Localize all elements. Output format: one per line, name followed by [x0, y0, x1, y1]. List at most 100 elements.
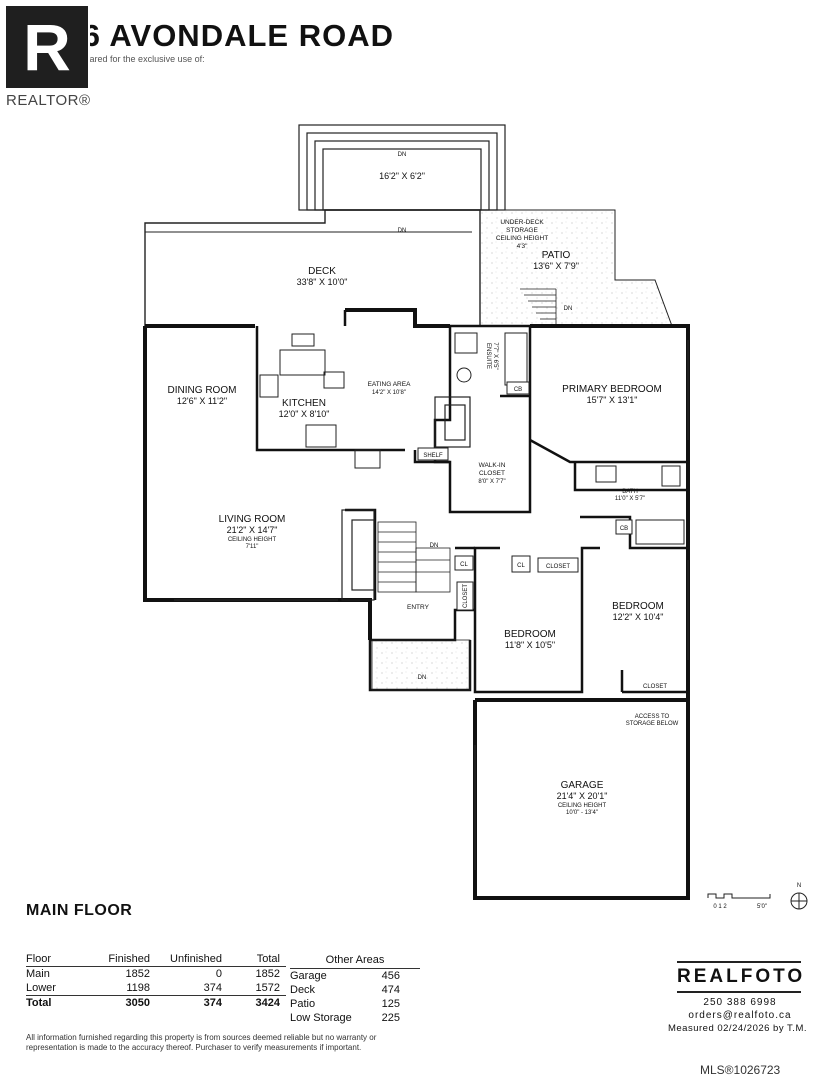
table-cell: 374: [203, 982, 222, 994]
entry-landing: [371, 639, 471, 691]
table-total-row: Total 3050 374 3424: [26, 995, 286, 1010]
table-row: Low Storage 225: [290, 1011, 420, 1025]
access-line1: ACCESS TO: [635, 714, 670, 720]
prepared-for-note: Document prepared for the exclusive use …: [28, 54, 205, 64]
shelf-label: SHELF: [423, 453, 443, 459]
other-areas-table: Other Areas Garage 456 Deck 474 Patio 12…: [290, 952, 420, 1025]
primary-dim: 15'7" X 13'1": [587, 395, 638, 405]
primary-name: PRIMARY BEDROOM: [562, 384, 662, 395]
windows: [174, 340, 689, 870]
table-row: Patio 125: [290, 997, 420, 1011]
dn-label: DN: [430, 543, 439, 549]
table-header: Unfinished: [156, 952, 228, 967]
cl-label: CL: [517, 563, 525, 569]
disclaimer: All information furnished regarding this…: [26, 1033, 377, 1052]
table-cell: 3424: [228, 995, 286, 1010]
table-cell: 1852: [255, 968, 280, 980]
ensuite-dim: 7'7" X 6'5": [492, 342, 498, 369]
cb-box: [615, 519, 633, 535]
under-deck-line3: CEILING HEIGHT: [496, 235, 548, 242]
mls-number: MLS®1026723: [700, 1063, 781, 1077]
measured-note: Measured 02/24/2026 by T.M.: [667, 1023, 807, 1034]
north-label: N: [797, 883, 801, 889]
dn-label: DN: [398, 152, 407, 158]
kitchen-name: KITCHEN: [282, 398, 326, 409]
realtor-r-icon: R: [6, 6, 88, 88]
bath-dim: 11'0" X 5'7": [615, 496, 645, 502]
shelf-box: [417, 447, 449, 461]
realtor-logo: R: [0, 0, 90, 90]
closet-box: [537, 557, 579, 573]
scale-end: 5'0": [757, 904, 767, 910]
table-cell: 474: [381, 984, 400, 996]
access-line2: STORAGE BELOW: [626, 721, 679, 727]
fireplace: [341, 396, 471, 601]
table-cell: Low Storage: [290, 1012, 352, 1024]
table-cell: Garage: [290, 970, 327, 982]
table-header-row: Floor Finished Unfinished Total: [26, 952, 286, 967]
bedroom1-dim: 11'8" X 10'5": [505, 640, 555, 650]
closet-box: [456, 581, 474, 611]
table-header: Total: [228, 952, 286, 967]
table-cell: 374: [156, 995, 228, 1010]
table-cell: 125: [381, 998, 400, 1010]
cl-box: [511, 555, 531, 573]
dn-label: DN: [398, 228, 407, 234]
dn-label: DN: [418, 675, 427, 681]
table-cell: Total: [26, 995, 98, 1010]
patio-dim: 13'6" X 7'9": [533, 261, 579, 271]
bedroom2-name: BEDROOM: [612, 601, 664, 612]
cb-box: [506, 381, 530, 395]
living-ceiling-val: 7'11": [246, 544, 259, 550]
table-header-row: Other Areas: [290, 952, 420, 969]
dining-dim: 12'6" X 11'2": [177, 396, 227, 406]
cb-label: CB: [620, 526, 628, 532]
table-header: Finished: [98, 952, 156, 967]
table-cell: Main: [26, 968, 50, 980]
walkin-line2: CLOSET: [479, 470, 505, 477]
living-name: LIVING ROOM: [219, 514, 286, 525]
walkin-line1: WALK-IN: [479, 462, 506, 469]
floor-area-table: Floor Finished Unfinished Total Main 185…: [26, 952, 286, 1010]
garage-ceiling-val: 10'0" - 13'4": [566, 810, 598, 816]
under-deck-line4: 4'3": [517, 243, 528, 250]
table-row: Lower 1198 374 1572: [26, 981, 286, 996]
table-cell: 456: [381, 970, 400, 982]
table-cell: 3050: [98, 995, 156, 1010]
realfoto-logo: REALFOTO: [677, 961, 802, 993]
table-cell: 225: [381, 1012, 400, 1024]
kitchen-fixtures: [259, 333, 381, 469]
company-email: orders@realfoto.ca: [688, 1010, 792, 1021]
table-cell: 1198: [126, 982, 150, 994]
scale-bar: [707, 893, 771, 899]
eating-name: EATING AREA: [368, 381, 412, 388]
table-header: Other Areas: [290, 952, 420, 969]
patio-name: PATIO: [542, 250, 571, 261]
garage-dim: 21'4" X 20'1": [557, 791, 608, 801]
garage-ceiling: CEILING HEIGHT: [558, 803, 607, 809]
kitchen-dim: 12'0" X 8'10": [279, 409, 330, 419]
table-cell: 1852: [125, 968, 150, 980]
main-stairs: [377, 521, 451, 593]
upper-deck: [298, 124, 506, 211]
deck-name: DECK: [308, 266, 336, 277]
dining-name: DINING ROOM: [168, 385, 237, 396]
table-header: Floor: [26, 952, 98, 967]
north-arrow-icon: [790, 892, 808, 910]
cl-label: CL: [460, 562, 468, 568]
realtor-logo-text: REALTOR®: [6, 92, 91, 109]
floor-heading: MAIN FLOOR: [26, 902, 133, 919]
bedroom2-dim: 12'2" X 10'4": [613, 612, 664, 622]
garage-name: GARAGE: [561, 780, 604, 791]
cl-box: [454, 555, 474, 571]
living-ceiling: CEILING HEIGHT: [228, 537, 277, 543]
table-row: Garage 456: [290, 969, 420, 984]
table-cell: 0: [215, 968, 222, 980]
cb-label: CB: [514, 387, 522, 393]
deck-dim: 33'8" X 10'0": [297, 277, 348, 287]
table-row: Main 1852 0 1852: [26, 967, 286, 982]
scale-ticks: 0 1 2: [713, 904, 727, 910]
upper-deck-dim: 16'2" X 6'2": [379, 171, 425, 181]
bedroom1-name: BEDROOM: [504, 629, 556, 640]
